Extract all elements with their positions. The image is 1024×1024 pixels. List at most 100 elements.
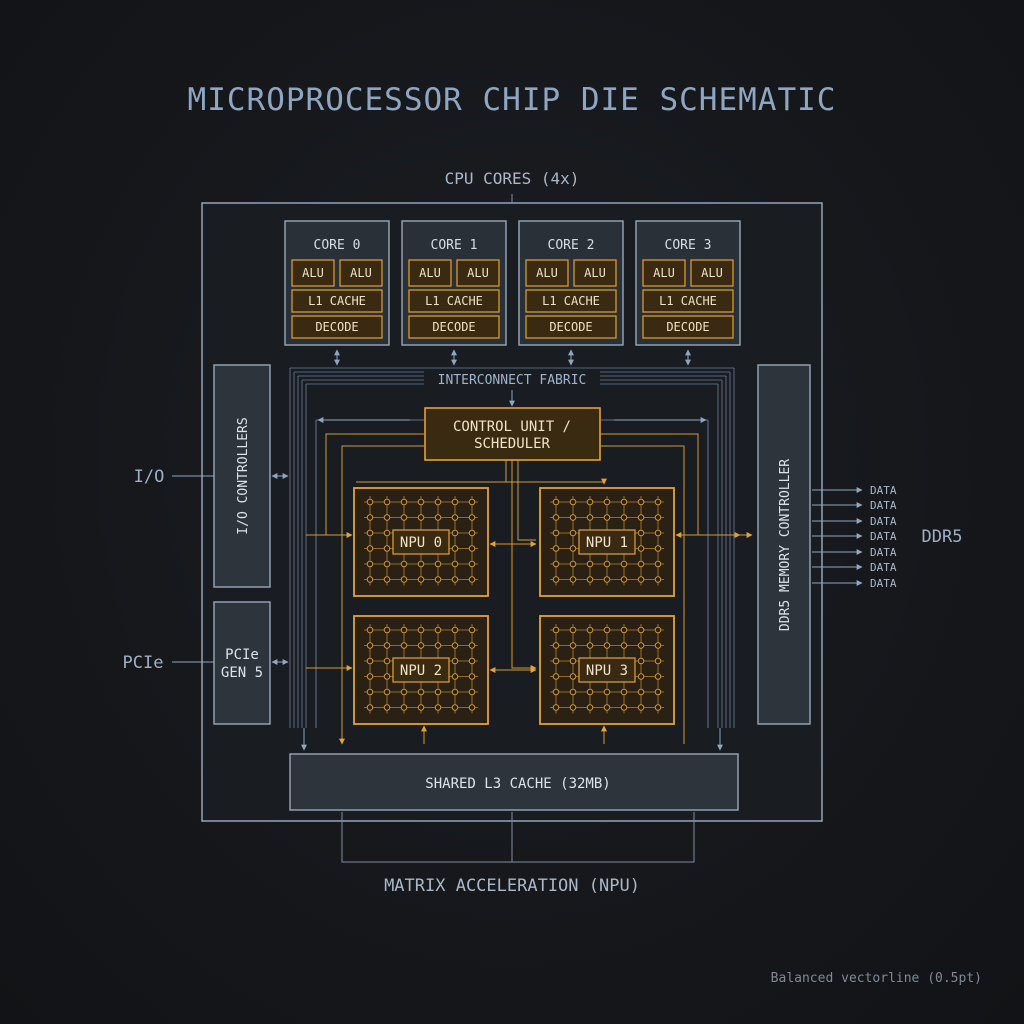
core-3-decode: DECODE (666, 320, 709, 334)
npu-0: NPU 0 (353, 487, 489, 597)
core-1-alu-a: ALU (419, 266, 441, 280)
core-2-alu-a: ALU (536, 266, 558, 280)
npu-processing-element (451, 529, 459, 537)
npu-processing-element (366, 498, 374, 506)
memory-controller-label: DDR5 MEMORY CONTROLLER (778, 459, 793, 631)
npu-processing-element (383, 673, 391, 680)
npu-processing-element (451, 560, 459, 568)
core-1-decode: DECODE (432, 320, 475, 334)
npu-processing-element (417, 498, 425, 506)
page-title: MICROPROCESSOR CHIP DIE SCHEMATIC (188, 82, 837, 118)
npu-processing-element (586, 514, 594, 521)
core-2-cache: L1 CACHE (542, 294, 600, 308)
npu-processing-element (603, 642, 611, 649)
npu-processing-element (417, 626, 425, 634)
npu-processing-element (383, 514, 391, 521)
npu-processing-element (552, 642, 560, 649)
npu-processing-element (620, 704, 628, 711)
npu-0-grid (364, 496, 478, 586)
core-3: CORE 3 ALU ALU L1 CACHE DECODE (635, 220, 741, 346)
npu-processing-element (400, 642, 408, 649)
npu-processing-element (383, 498, 391, 506)
npu-processing-element (569, 673, 577, 680)
npu-processing-element (620, 576, 628, 583)
npu-processing-element (637, 560, 645, 568)
core-0-cache: L1 CACHE (308, 294, 366, 308)
npu-processing-element (468, 498, 476, 506)
npu-processing-element (569, 657, 577, 665)
pcie-line2: GEN 5 (221, 665, 263, 681)
npu-processing-element (451, 642, 459, 649)
npu-processing-element (569, 529, 577, 537)
npu-processing-element (468, 673, 476, 680)
npu-processing-element (468, 545, 476, 552)
npu-processing-element (569, 514, 577, 521)
npu-processing-element (451, 673, 459, 680)
npu-processing-element (366, 514, 374, 521)
npu-processing-element (654, 626, 662, 634)
npu-processing-element (654, 514, 662, 521)
npu-processing-element (654, 704, 662, 711)
npu-processing-element (654, 529, 662, 537)
npu-processing-element (383, 657, 391, 665)
npu-processing-element (603, 498, 611, 506)
npu-processing-element (417, 642, 425, 649)
data-line-1: DATA (870, 499, 897, 512)
npu-processing-element (569, 704, 577, 711)
npu-processing-element (552, 576, 560, 583)
npu-processing-element (654, 576, 662, 583)
footer-caption: Balanced vectorline (0.5pt) (771, 971, 982, 986)
npu-processing-element (400, 498, 408, 506)
npu-processing-element (620, 560, 628, 568)
cpu-cores-label: CPU CORES (4x) (445, 169, 580, 188)
npu-processing-element (620, 514, 628, 521)
npu-processing-element (451, 657, 459, 665)
npu-processing-element (383, 529, 391, 537)
npu-processing-element (451, 688, 459, 696)
npu-processing-element (586, 576, 594, 583)
npu-processing-element (603, 704, 611, 711)
data-line-0: DATA (870, 484, 897, 497)
npu-processing-element (586, 642, 594, 649)
npu-1: NPU 1 (539, 487, 675, 597)
npu-processing-element (434, 626, 442, 634)
npu-processing-element (637, 688, 645, 696)
npu-0-label: NPU 0 (400, 535, 442, 551)
npu-3-label: NPU 3 (586, 663, 628, 679)
npu-processing-element (400, 688, 408, 696)
npu-processing-element (654, 498, 662, 506)
npu-processing-element (637, 657, 645, 665)
core-1: CORE 1 ALU ALU L1 CACHE DECODE (401, 220, 507, 346)
npu-2: NPU 2 (353, 615, 489, 725)
npu-processing-element (637, 704, 645, 711)
npu-processing-element (654, 657, 662, 665)
npu-processing-element (569, 576, 577, 583)
npu-processing-element (434, 576, 442, 583)
npu-processing-element (400, 560, 408, 568)
matrix-acceleration-label: MATRIX ACCELERATION (NPU) (384, 876, 640, 896)
npu-processing-element (451, 514, 459, 521)
npu-processing-element (468, 529, 476, 537)
core-1-alu-b: ALU (467, 266, 489, 280)
io-controllers-label: I/O CONTROLLERS (236, 417, 251, 534)
npu-processing-element (383, 704, 391, 711)
npu-processing-element (654, 545, 662, 552)
core-0-decode: DECODE (315, 320, 358, 334)
core-2-decode: DECODE (549, 320, 592, 334)
npu-processing-element (468, 626, 476, 634)
npu-processing-element (366, 576, 374, 583)
control-routing-lines (325, 433, 741, 745)
npu-processing-element (620, 688, 628, 696)
pcie-block (213, 601, 271, 725)
control-unit-line2: SCHEDULER (474, 436, 550, 452)
npu-processing-element (434, 704, 442, 711)
npu-processing-element (366, 688, 374, 696)
memory-controller-block (757, 364, 811, 725)
npu-processing-element (468, 657, 476, 665)
npu-processing-element (552, 560, 560, 568)
npu-processing-element (637, 642, 645, 649)
data-line-2: DATA (870, 515, 897, 528)
npu-processing-element (552, 514, 560, 521)
npu-1-label: NPU 1 (586, 535, 628, 551)
core-0: CORE 0 ALU ALU L1 CACHE DECODE (284, 220, 390, 346)
